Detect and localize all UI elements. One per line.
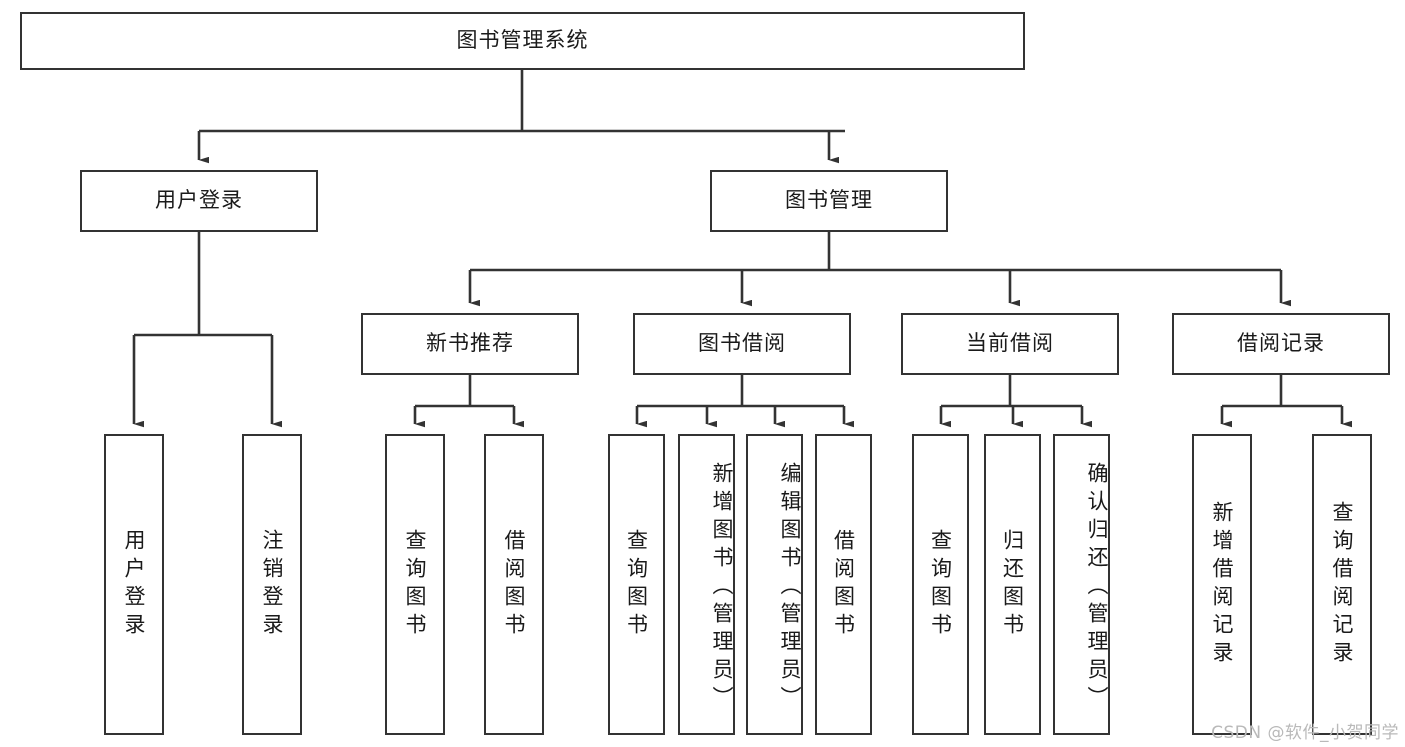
leaf-query-book-rec[interactable]: 查询图书 [385, 434, 445, 735]
leaf-query-book-cur-label: 查询图书 [928, 528, 953, 641]
leaf-confirm-return-label: 确认归还（管理员） [1085, 461, 1109, 714]
csdn-watermark: CSDN @软件_小贺同学 [1211, 723, 1399, 743]
leaf-query-book-label: 查询图书 [624, 528, 649, 641]
leaf-borrow-book[interactable]: 借阅图书 [815, 434, 872, 735]
leaf-return-book[interactable]: 归还图书 [984, 434, 1041, 735]
node-user-login-label: 用户登录 [155, 188, 243, 213]
leaf-borrow-book-label: 借阅图书 [831, 528, 856, 641]
leaf-query-record[interactable]: 查询借阅记录 [1312, 434, 1372, 735]
leaf-user-login[interactable]: 用户登录 [104, 434, 164, 735]
leaf-add-record[interactable]: 新增借阅记录 [1192, 434, 1252, 735]
leaf-query-record-label: 查询借阅记录 [1330, 500, 1355, 669]
leaf-return-book-label: 归还图书 [1000, 528, 1025, 641]
leaf-user-logout-label: 注销登录 [260, 528, 285, 641]
node-borrow-record-label: 借阅记录 [1237, 331, 1325, 356]
leaf-add-record-label: 新增借阅记录 [1210, 500, 1235, 669]
leaf-query-book[interactable]: 查询图书 [608, 434, 665, 735]
node-new-book-rec-label: 新书推荐 [426, 331, 514, 356]
leaf-user-logout[interactable]: 注销登录 [242, 434, 302, 735]
leaf-query-book-cur[interactable]: 查询图书 [912, 434, 969, 735]
node-book-borrow[interactable]: 图书借阅 [633, 313, 851, 375]
leaf-borrow-book-rec[interactable]: 借阅图书 [484, 434, 544, 735]
leaf-query-book-rec-label: 查询图书 [403, 528, 428, 641]
leaf-user-login-label: 用户登录 [122, 528, 147, 641]
node-borrow-record[interactable]: 借阅记录 [1172, 313, 1390, 375]
node-root[interactable]: 图书管理系统 [20, 12, 1025, 70]
node-root-label: 图书管理系统 [456, 28, 589, 53]
node-current-borrow[interactable]: 当前借阅 [901, 313, 1119, 375]
node-book-manage-label: 图书管理 [785, 188, 873, 213]
leaf-edit-book-label: 编辑图书（管理员） [778, 461, 802, 714]
leaf-add-book-label: 新增图书（管理员） [710, 461, 734, 714]
leaf-confirm-return[interactable]: 确认归还（管理员） [1053, 434, 1110, 735]
leaf-edit-book[interactable]: 编辑图书（管理员） [746, 434, 803, 735]
node-new-book-rec[interactable]: 新书推荐 [361, 313, 579, 375]
node-user-login[interactable]: 用户登录 [80, 170, 318, 232]
node-book-manage[interactable]: 图书管理 [710, 170, 948, 232]
leaf-borrow-book-rec-label: 借阅图书 [502, 528, 527, 641]
node-current-borrow-label: 当前借阅 [966, 331, 1054, 356]
leaf-add-book[interactable]: 新增图书（管理员） [678, 434, 735, 735]
node-book-borrow-label: 图书借阅 [698, 331, 786, 356]
